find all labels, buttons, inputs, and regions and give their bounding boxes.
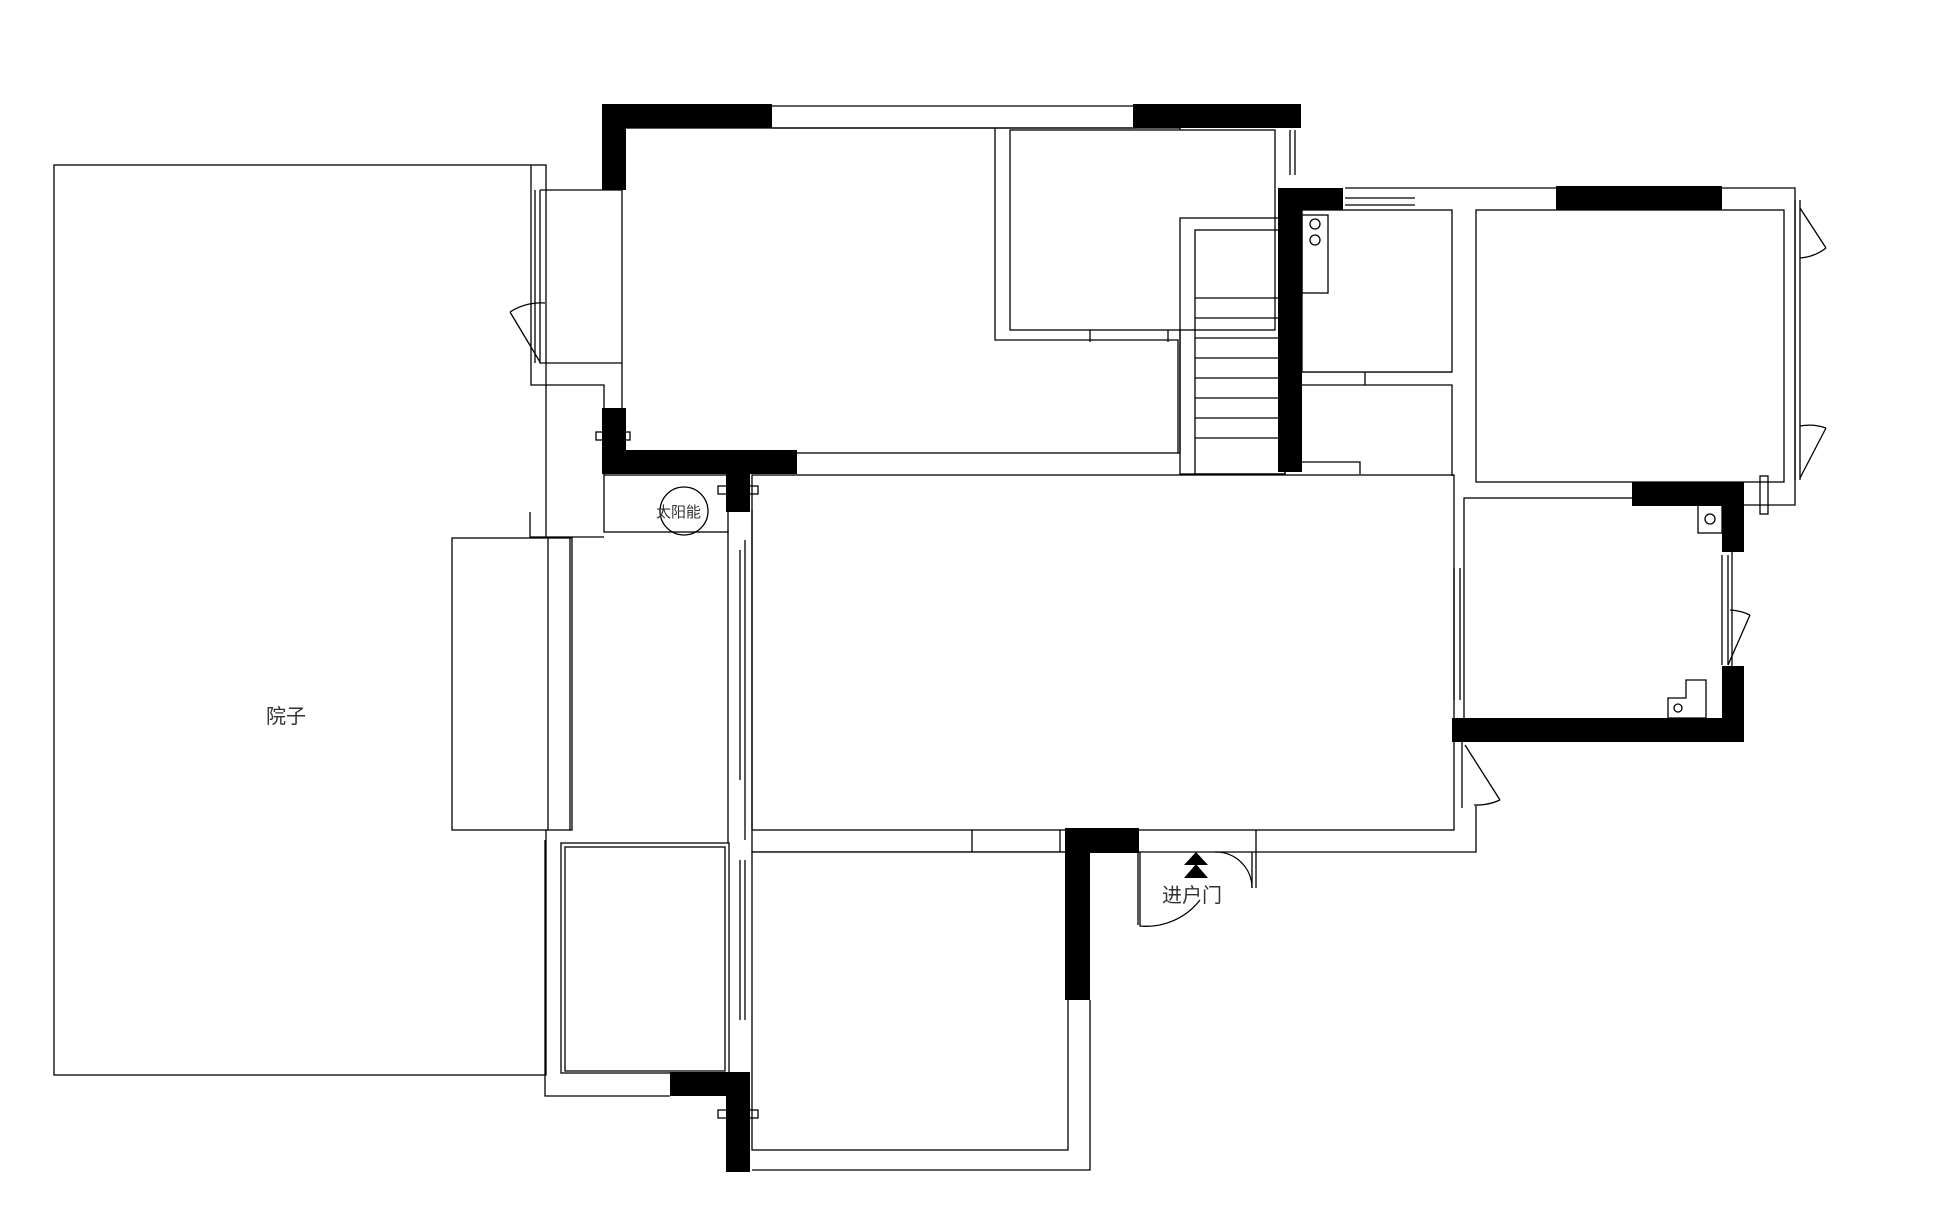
upper-right-link <box>1302 384 1453 476</box>
room-upper-right <box>1475 209 1785 483</box>
solar-label: 太阳能 <box>656 503 701 521</box>
drain-icon <box>1704 513 1716 525</box>
double-up-arrow-icon <box>1184 852 1208 878</box>
room-bathroom <box>1463 497 1733 721</box>
door-swing-upper-right-2 <box>1799 424 1827 479</box>
door-swing-bathroom <box>1727 609 1751 666</box>
lower-middle-outer <box>752 1000 1091 1171</box>
door-swing-left-top <box>509 302 546 363</box>
porch-outline <box>539 190 622 364</box>
entrance-label: 进户门 <box>1162 883 1222 907</box>
window-sill <box>1759 475 1769 515</box>
porch-outline <box>530 165 605 475</box>
solid-walls <box>602 104 1744 1172</box>
column-marker <box>717 485 759 495</box>
column-marker <box>717 1109 759 1119</box>
entrance-door-swing <box>1139 852 1201 927</box>
yard-label: 院子 <box>266 704 306 728</box>
terrace-block <box>451 537 573 831</box>
lower-left-outline <box>544 840 670 1097</box>
entrance-door-swing-2 <box>1214 851 1253 889</box>
solar-circle <box>659 486 709 536</box>
room-kitchen <box>1301 209 1453 373</box>
room-lower-left-inner <box>564 846 726 1072</box>
door-swing-upper-right <box>1799 207 1827 259</box>
room-top-left-step <box>994 128 1179 453</box>
room-lower-middle <box>751 851 1069 1151</box>
floor-drain-icon <box>1673 703 1683 713</box>
stove-burner-icon <box>1309 218 1321 230</box>
stove-burner-icon <box>1309 234 1321 246</box>
living-room <box>751 474 1455 831</box>
room-lower-left <box>560 842 730 1074</box>
stair-base <box>1302 461 1361 474</box>
door-swing-right <box>1464 744 1501 806</box>
corridor-outline <box>529 512 604 538</box>
column-marker <box>595 431 631 441</box>
